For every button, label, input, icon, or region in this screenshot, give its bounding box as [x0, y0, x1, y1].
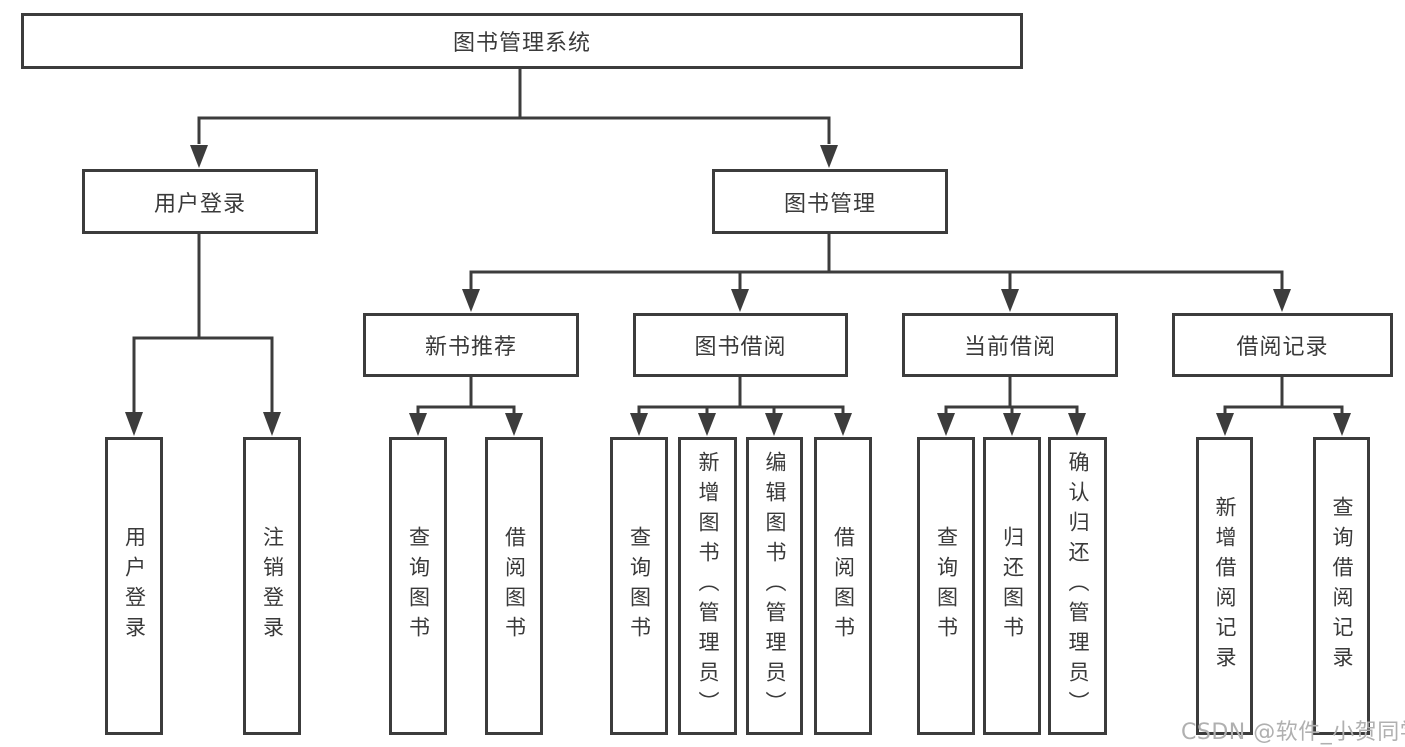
arrowhead	[1333, 413, 1351, 436]
leaf-records-query-record: 查询借阅记录	[1313, 437, 1370, 735]
watermark: CSDN @软件_小贺同学	[1181, 720, 1405, 745]
node-book-management: 图书管理	[712, 169, 948, 234]
arrowhead	[937, 413, 955, 436]
arrowhead	[505, 413, 523, 436]
node-current-borrowing-label: 当前借阅	[963, 335, 1056, 360]
node-new-book-recommend-label: 新书推荐	[424, 335, 517, 360]
leaf-borrow-borrow-books-label: 借阅图书	[831, 526, 856, 646]
node-book-borrowing-label: 图书借阅	[694, 335, 787, 360]
edge-level3-rail	[469, 270, 1284, 292]
node-root-label: 图书管理系统	[452, 31, 591, 56]
arrowhead	[630, 413, 648, 436]
arrowhead	[1003, 413, 1021, 436]
node-borrowing-records-label: 借阅记录	[1236, 335, 1329, 360]
leaf-logout-login: 注销登录	[243, 437, 301, 735]
leaf-user-login-label: 用户登录	[122, 526, 147, 646]
arrowhead	[462, 289, 480, 312]
arrowhead	[125, 412, 143, 436]
node-book-borrowing: 图书借阅	[633, 313, 848, 377]
leaf-newbook-query-books: 查询图书	[389, 437, 447, 735]
leaf-current-confirm-return-admin: 确认归还（管理员）	[1048, 437, 1107, 735]
leaf-current-return-books: 归还图书	[983, 437, 1041, 735]
edge-borrow-rail	[637, 405, 845, 416]
arrowhead	[1001, 289, 1019, 312]
node-current-borrowing: 当前借阅	[902, 313, 1118, 377]
edge-level2-rail	[197, 116, 831, 144]
leaf-borrow-edit-books-admin: 编辑图书（管理员）	[746, 437, 803, 735]
leaf-records-add-record-label: 新增借阅记录	[1213, 496, 1237, 676]
arrowhead	[1216, 413, 1234, 436]
leaf-borrow-add-books-admin-label: 新增图书（管理员）	[696, 451, 720, 721]
leaf-current-return-books-label: 归还图书	[1000, 526, 1025, 646]
arrowhead	[263, 412, 281, 436]
node-book-management-label: 图书管理	[783, 191, 876, 217]
node-user-login: 用户登录	[82, 169, 318, 234]
leaf-records-query-record-label: 查询借阅记录	[1330, 496, 1354, 676]
leaf-borrow-add-books-admin: 新增图书（管理员）	[678, 437, 737, 735]
leaf-borrow-edit-books-admin-label: 编辑图书（管理员）	[763, 451, 787, 721]
arrowhead	[820, 145, 838, 168]
leaf-borrow-borrow-books: 借阅图书	[814, 437, 872, 735]
leaf-borrow-query-books-label: 查询图书	[627, 526, 652, 646]
leaf-newbook-query-books-label: 查询图书	[406, 526, 431, 646]
leaf-current-query-books-label: 查询图书	[934, 526, 959, 646]
edge-newbook-rail	[416, 405, 516, 416]
node-borrowing-records: 借阅记录	[1172, 313, 1393, 377]
leaf-records-add-record: 新增借阅记录	[1196, 437, 1253, 735]
node-root: 图书管理系统	[21, 13, 1023, 69]
arrowhead	[409, 413, 427, 436]
arrowhead	[765, 413, 783, 436]
leaf-current-confirm-return-admin-label: 确认归还（管理员）	[1066, 451, 1090, 721]
arrowhead	[731, 289, 749, 312]
leaf-logout-login-label: 注销登录	[260, 526, 285, 646]
leaf-newbook-borrow-books-label: 借阅图书	[502, 526, 527, 646]
edge-userlogin-rail	[132, 336, 274, 414]
arrowhead	[1273, 289, 1291, 312]
leaf-current-query-books: 查询图书	[917, 437, 975, 735]
arrowhead	[1068, 413, 1086, 436]
arrowhead	[190, 145, 208, 168]
node-user-login-label: 用户登录	[153, 191, 246, 217]
leaf-newbook-borrow-books: 借阅图书	[485, 437, 543, 735]
edge-records-rail	[1223, 405, 1344, 416]
arrowhead	[698, 413, 716, 436]
leaf-borrow-query-books: 查询图书	[610, 437, 668, 735]
leaf-user-login: 用户登录	[105, 437, 163, 735]
node-new-book-recommend: 新书推荐	[363, 313, 579, 377]
arrowhead	[834, 413, 852, 436]
